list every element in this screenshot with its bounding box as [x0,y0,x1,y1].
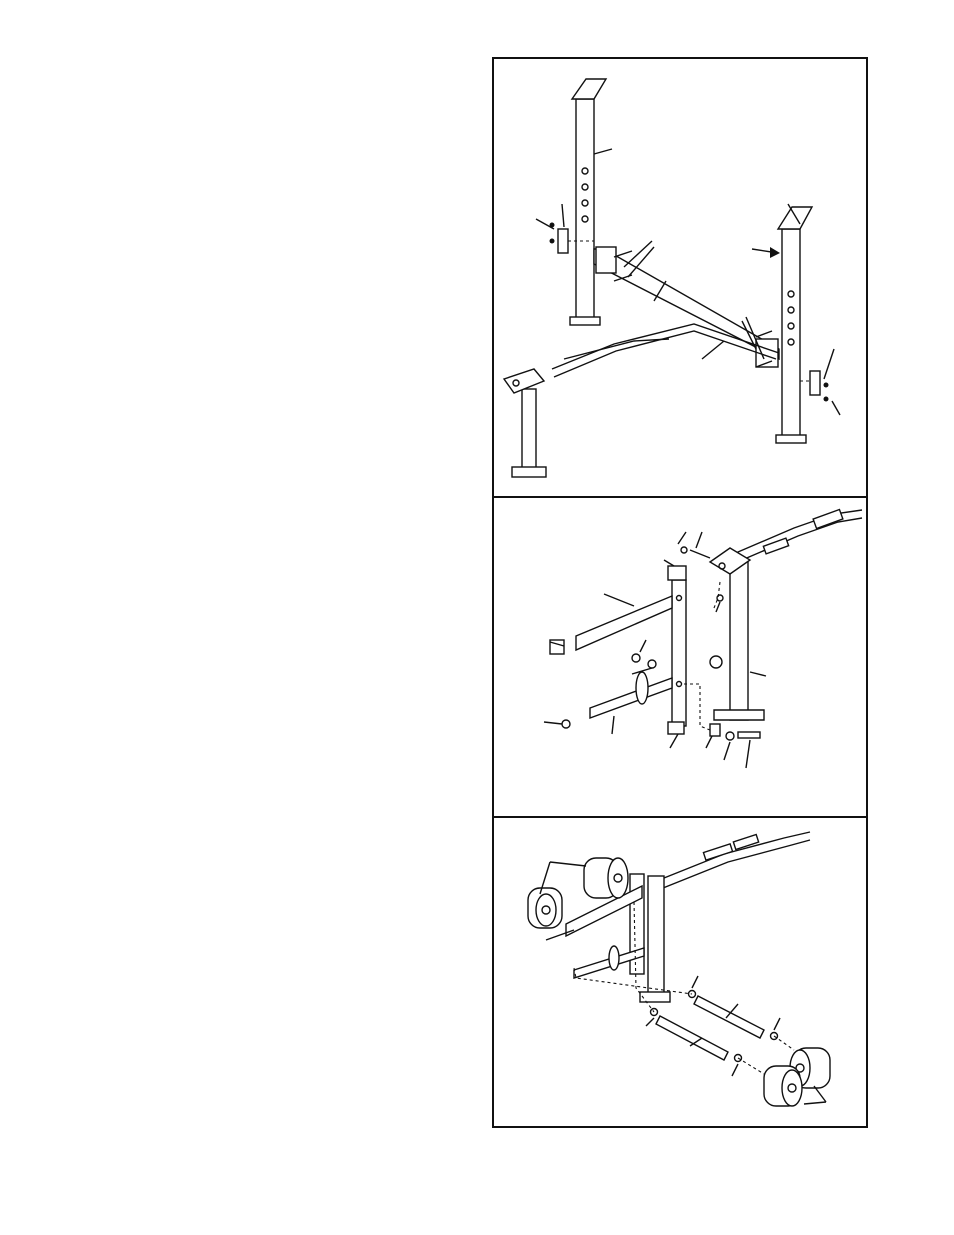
arrow-icon [752,247,780,258]
right-extension-tube [694,996,764,1038]
right-bracket [810,371,820,395]
washer-2 [726,732,734,740]
left-bracket [558,229,568,253]
lower-right-rollers [764,1048,830,1106]
roller-post [648,876,664,996]
frame-assembly-figure [494,59,866,496]
knob [710,656,722,668]
top-end-cap [668,566,686,580]
washer-1 [648,660,656,668]
bolt [738,732,760,738]
nut-1 [632,654,640,662]
roller-axle [590,678,672,718]
leg-assembly-panel [492,496,868,818]
bottom-end-cap [668,722,684,734]
left-weight-hook [572,79,606,99]
axle-cap [562,720,570,728]
front-pivot [504,369,544,393]
right-leg [730,560,748,720]
roller-assembly-figure [494,818,866,1126]
right-upright [782,229,800,441]
left-extension-tube [656,1016,728,1060]
axle-disc [636,672,648,704]
center-post [672,580,686,726]
leg-assembly-figure [494,498,866,816]
left-upright [576,99,594,321]
right-weight-hook [778,207,812,229]
roller-assembly-panel [492,816,868,1128]
frame-assembly-panel [492,57,868,498]
spacer [710,724,720,736]
front-post [522,389,536,469]
horizontal-tube [576,596,672,650]
